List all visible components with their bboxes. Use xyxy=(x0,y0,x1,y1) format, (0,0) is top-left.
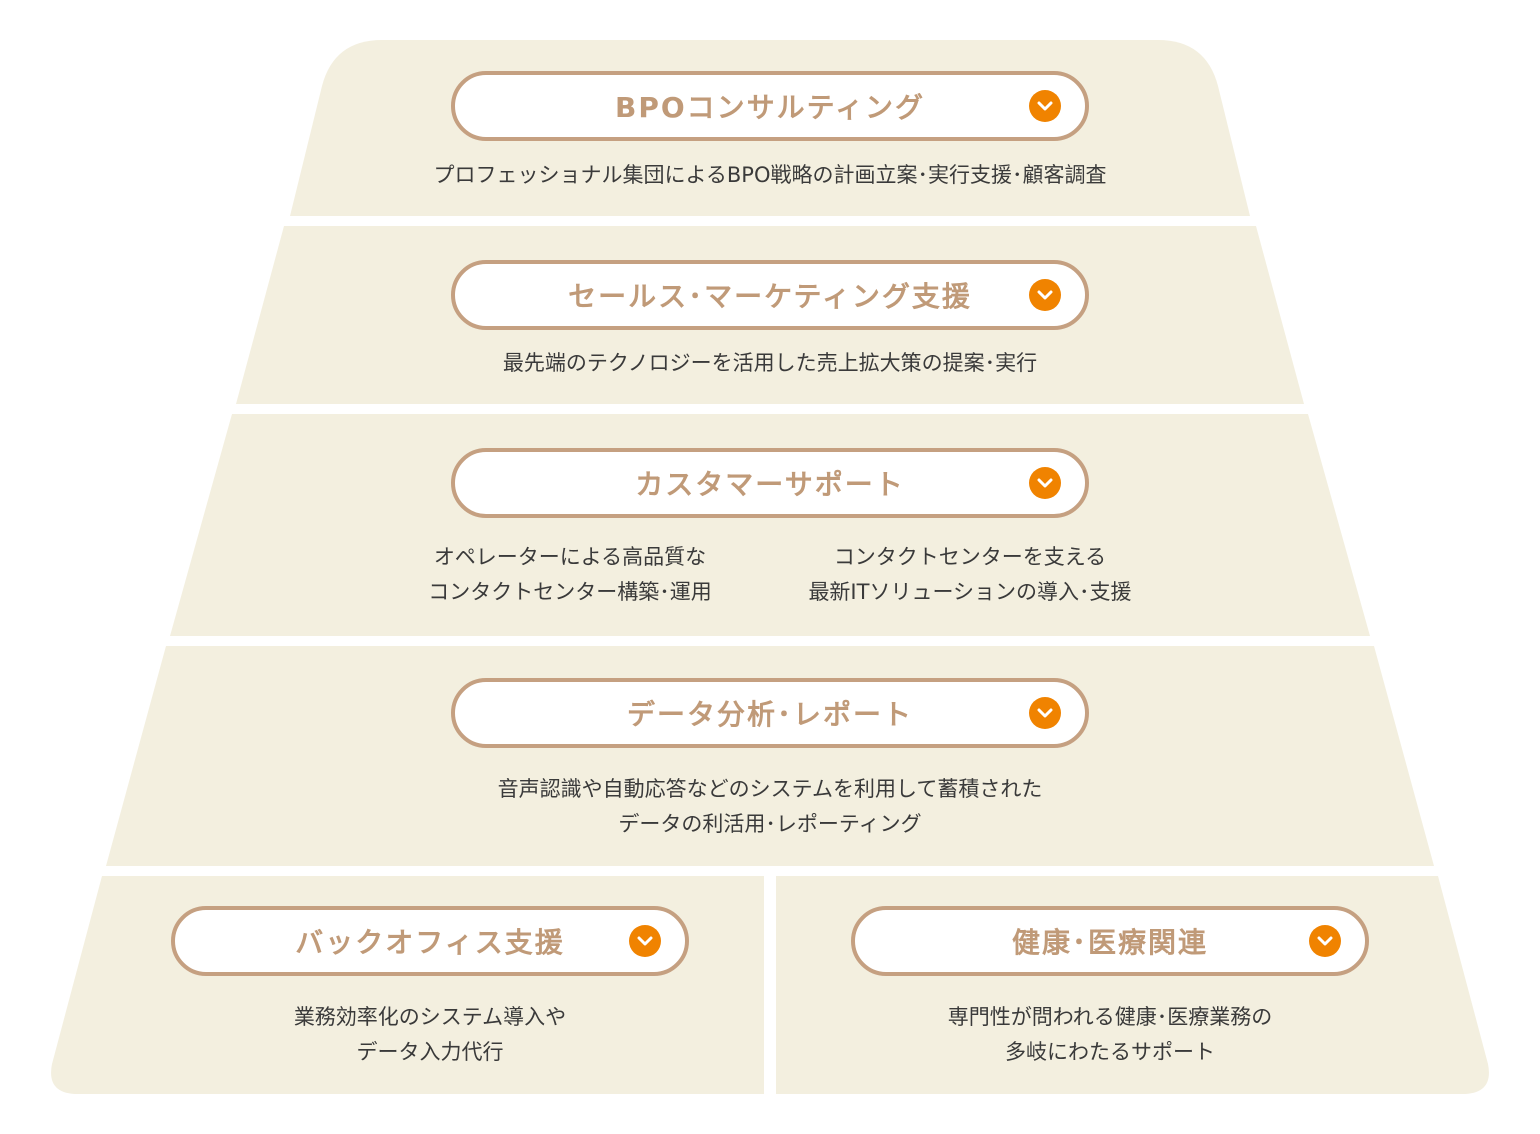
bpo-desc-line: プロフェッショナル集団によるBPO戦略の計画立案･実行支援･顧客調査 xyxy=(433,163,1107,187)
bpo-consulting-button[interactable]: BPOコンサルティング xyxy=(451,71,1089,141)
sales-marketing-title: セールス･マーケティング支援 xyxy=(568,280,972,313)
chevron-down-icon xyxy=(1309,925,1341,957)
data-desc-line-1: 音声認識や自動応答などのシステムを利用して蓄積された xyxy=(497,777,1043,801)
chevron-down-icon xyxy=(1029,697,1061,729)
back-office-title: バックオフィス支援 xyxy=(295,926,565,959)
chevron-down-icon xyxy=(629,925,661,957)
data-analysis-button[interactable]: データ分析･レポート xyxy=(451,678,1089,748)
customer-right-line-1: コンタクトセンターを支える xyxy=(833,545,1107,569)
chevron-down-icon xyxy=(1029,279,1061,311)
customer-left-line-2: コンタクトセンター構築･運用 xyxy=(428,580,712,604)
data-desc-line-2: データの利活用･レポーティング xyxy=(618,812,922,836)
customer-left-line-1: オペレーターによる高品質な xyxy=(433,545,707,569)
customer-support-title: カスタマーサポート xyxy=(635,468,905,501)
health-desc-line-1: 専門性が問われる健康･医療業務の xyxy=(947,1005,1273,1029)
data-analysis-description: 音声認識や自動応答などのシステムを利用して蓄積された データの利活用･レポーティ… xyxy=(270,772,1270,842)
customer-support-button[interactable]: カスタマーサポート xyxy=(451,448,1089,518)
health-desc-line-2: 多岐にわたるサポート xyxy=(1005,1040,1215,1064)
bpo-consulting-title: BPOコンサルティング xyxy=(615,91,925,124)
sales-marketing-button[interactable]: セールス･マーケティング支援 xyxy=(451,260,1089,330)
chevron-down-icon xyxy=(1029,90,1061,122)
back-office-description: 業務効率化のシステム導入や データ入力代行 xyxy=(180,1000,680,1070)
chevron-down-icon xyxy=(1029,467,1061,499)
bpo-consulting-description: プロフェッショナル集団によるBPO戦略の計画立案･実行支援･顧客調査 xyxy=(270,158,1270,193)
customer-support-description-right: コンタクトセンターを支える 最新ITソリューションの導入･支援 xyxy=(770,540,1170,610)
sales-desc-line: 最先端のテクノロジーを活用した売上拡大策の提案･実行 xyxy=(502,351,1038,375)
band-data xyxy=(106,646,1434,866)
health-medical-button[interactable]: 健康･医療関連 xyxy=(851,906,1369,976)
health-medical-title: 健康･医療関連 xyxy=(1011,926,1208,959)
sales-marketing-description: 最先端のテクノロジーを活用した売上拡大策の提案･実行 xyxy=(270,346,1270,381)
backoffice-desc-line-2: データ入力代行 xyxy=(356,1040,504,1064)
customer-right-line-2: 最新ITソリューションの導入･支援 xyxy=(808,580,1132,604)
data-analysis-title: データ分析･レポート xyxy=(626,698,913,731)
health-medical-description: 専門性が問われる健康･医療業務の 多岐にわたるサポート xyxy=(860,1000,1360,1070)
customer-support-description-left: オペレーターによる高品質な コンタクトセンター構築･運用 xyxy=(370,540,770,610)
back-office-button[interactable]: バックオフィス支援 xyxy=(171,906,689,976)
backoffice-desc-line-1: 業務効率化のシステム導入や xyxy=(293,1005,567,1029)
